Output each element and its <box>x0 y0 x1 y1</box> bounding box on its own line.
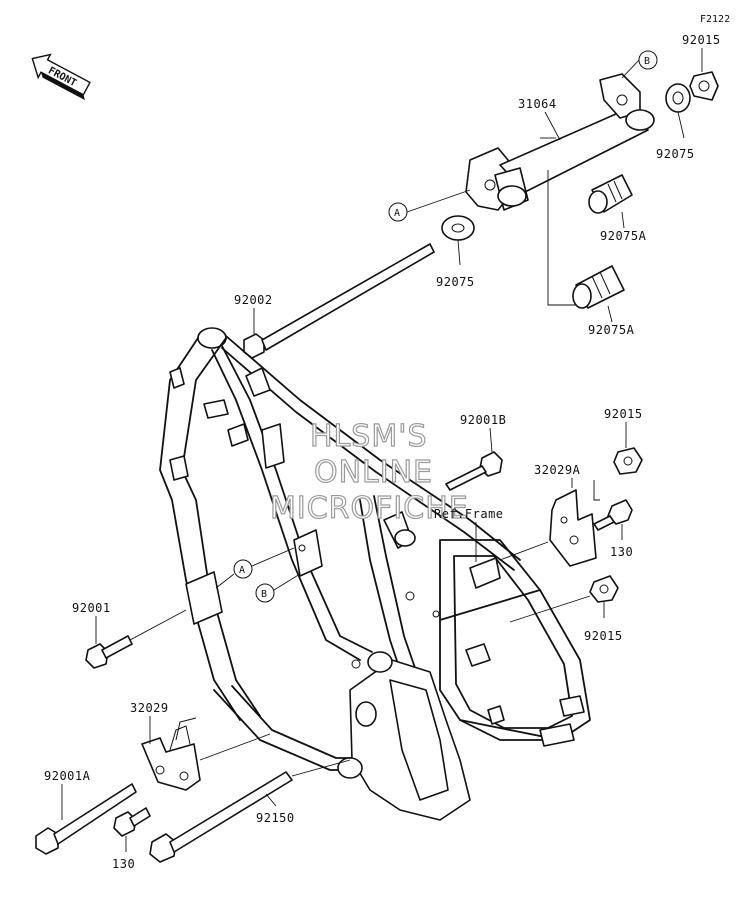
part-130-right: 130 <box>610 545 633 559</box>
part-31064: 31064 <box>518 97 557 111</box>
part-92075a-2: 92075A <box>588 323 635 337</box>
front-arrow-icon: FRONT <box>31 53 91 101</box>
part-92075a-1: 92075A <box>600 229 647 243</box>
part-92015-mid: 92015 <box>604 407 643 421</box>
part-92150: 92150 <box>256 811 295 825</box>
nut-92015-low <box>589 575 619 603</box>
part-32029: 32029 <box>130 701 169 715</box>
watermark: HLSM'S ONLINE MICROFICHE <box>269 418 469 526</box>
bolt-92002 <box>243 243 435 359</box>
part-130-bottom: 130 <box>112 857 135 871</box>
part-92075-right: 92075 <box>656 147 695 161</box>
watermark-line-3: MICROFICHE <box>270 491 469 526</box>
washer-92075-right <box>665 83 691 113</box>
bolt-92001a <box>35 783 137 855</box>
bolt-130-bottom <box>113 807 151 837</box>
engine-mount-bracket <box>465 73 655 211</box>
part-92001b: 92001B <box>460 413 506 427</box>
bushing-92075a-2 <box>572 265 625 309</box>
watermark-line-1: HLSM'S <box>310 419 428 454</box>
part-92015-top: 92015 <box>682 33 721 47</box>
bracket-32029 <box>141 717 201 791</box>
washer-92075-left <box>441 215 475 241</box>
bracket-32029a <box>549 489 597 567</box>
part-32029a: 32029A <box>534 463 581 477</box>
part-92015-low: 92015 <box>584 629 623 643</box>
nut-92015-mid <box>613 447 643 475</box>
callout-b-top: B <box>644 56 650 67</box>
page-code: F2122 <box>700 14 730 25</box>
part-92002: 92002 <box>234 293 273 307</box>
bolt-92001 <box>85 635 133 669</box>
part-92001: 92001 <box>72 601 111 615</box>
bolt-92150 <box>149 771 293 863</box>
callout-b-lower: B <box>261 589 267 600</box>
callout-a-top: A <box>394 208 400 219</box>
bushing-92075a-1 <box>588 174 633 214</box>
bolt-130-right <box>593 499 633 531</box>
motorcycle-frame <box>159 327 591 821</box>
nut-92015-top <box>689 71 719 101</box>
part-92001a: 92001A <box>44 769 91 783</box>
bolt-92001b <box>445 451 503 491</box>
part-92075-left: 92075 <box>436 275 475 289</box>
ref-frame-label: Ref.Frame <box>434 507 504 521</box>
callout-a-lower: A <box>239 565 245 576</box>
watermark-line-2: ONLINE <box>314 455 433 490</box>
